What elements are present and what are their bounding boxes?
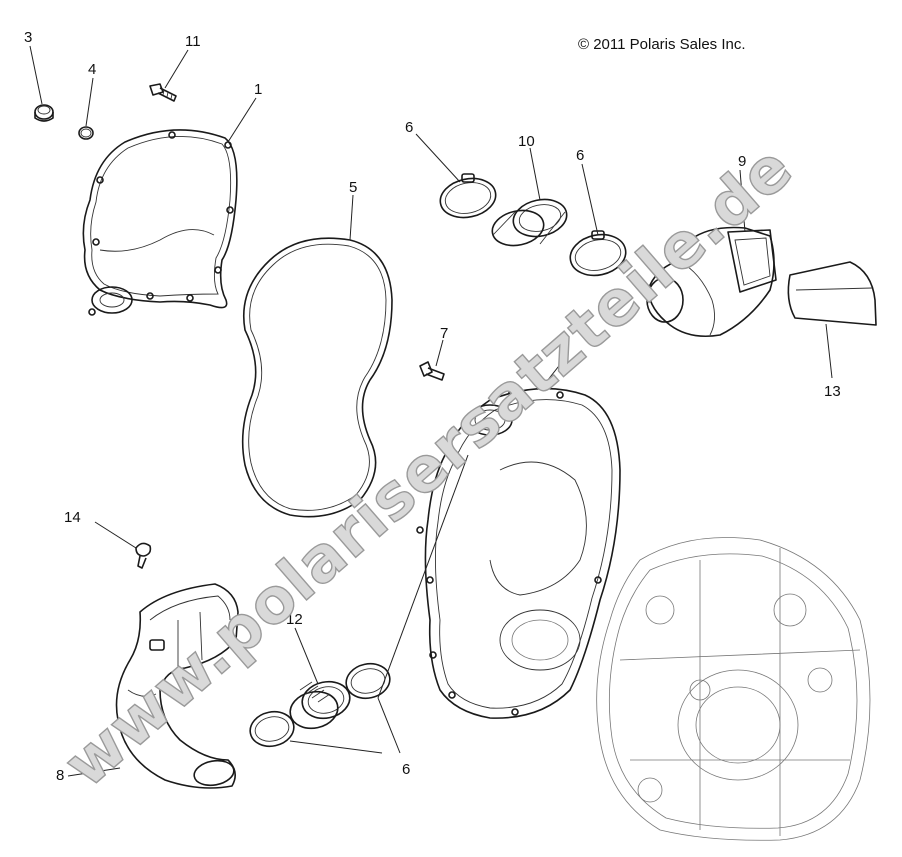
part-6-hose-clamp-b <box>569 230 627 277</box>
callout-2: 2 <box>560 345 568 362</box>
callout-10: 10 <box>518 133 535 150</box>
part-3-plug <box>34 104 54 122</box>
part-7-cover-bolt <box>419 361 445 381</box>
part-10-duct-coupler <box>491 198 568 247</box>
callout-6a: 6 <box>405 119 413 136</box>
callout-3: 3 <box>24 29 32 46</box>
part-14-push-rivet <box>135 542 152 569</box>
watermark: www.polarisersatzteile.de <box>50 130 806 801</box>
part-9-outlet-duct <box>646 226 777 338</box>
callout-11: 11 <box>185 33 201 50</box>
leader-lines <box>29 45 833 777</box>
part-5-cover-seal <box>241 237 393 518</box>
part-12-intake-coupler <box>289 680 351 730</box>
callout-6b: 6 <box>576 147 584 164</box>
callout-12: 12 <box>286 611 303 628</box>
part-11-bolt <box>149 83 177 102</box>
callout-6c: 6 <box>402 761 410 778</box>
callout-1: 1 <box>254 81 262 98</box>
callout-5: 5 <box>349 179 357 196</box>
part-2-inner-clutch-cover <box>416 387 621 719</box>
engine-transmission-reference <box>596 537 871 841</box>
part-1-outer-clutch-cover <box>82 129 238 316</box>
part-8-intake-duct <box>115 583 239 789</box>
callout-9: 9 <box>738 153 746 170</box>
part-6-hose-clamp-d <box>345 662 391 700</box>
callout-labels: 3 4 11 1 5 6 10 6 9 13 7 2 14 12 8 6 <box>24 29 841 784</box>
callout-8: 8 <box>56 767 64 784</box>
part-6-hose-clamp-a <box>439 173 497 219</box>
part-6-hose-clamp-c <box>249 710 295 748</box>
callout-13: 13 <box>824 383 841 400</box>
copyright-notice: © 2011 Polaris Sales Inc. <box>578 36 746 53</box>
callout-14: 14 <box>64 509 81 526</box>
part-13-outlet-duct-cover <box>787 261 877 326</box>
part-4-o-ring <box>78 126 94 140</box>
callout-4: 4 <box>88 61 96 78</box>
callout-7: 7 <box>440 325 448 342</box>
